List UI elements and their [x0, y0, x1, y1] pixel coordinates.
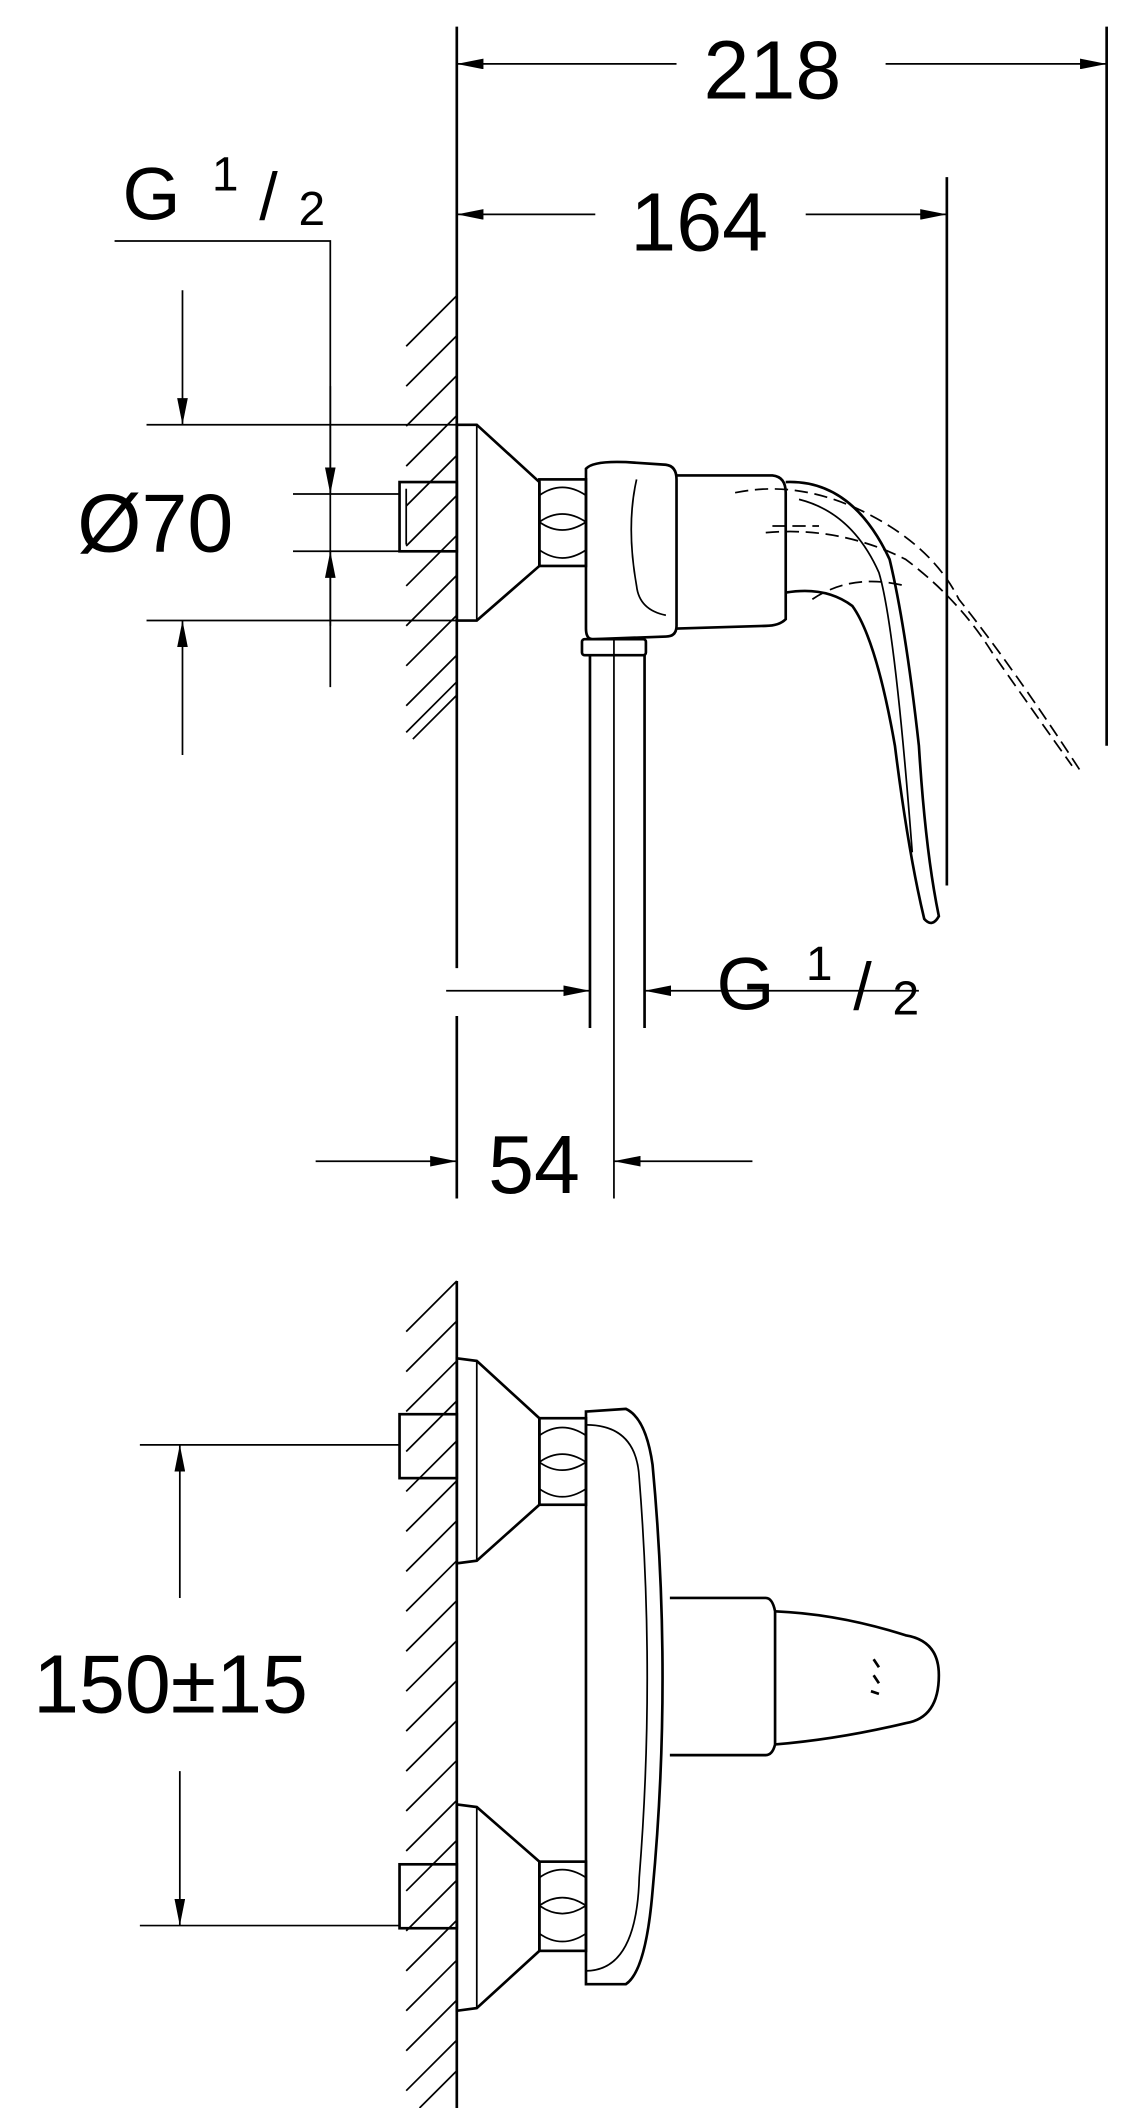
side-view: 218 164 G 1 / 2: [77, 25, 1108, 1211]
wall-hatching: [405, 295, 458, 740]
dimension-150: 150±15: [33, 1443, 400, 1927]
cartridge-housing: [676, 474, 788, 630]
thread-letter: G: [123, 152, 181, 236]
hex-nut: [538, 478, 588, 568]
svg-text:G 1 /: G 1 / 2: [716, 912, 919, 1026]
thread-numerator: 1: [212, 148, 239, 201]
dimension-54: 54: [315, 1119, 753, 1211]
lever-alt-position-1: [734, 488, 1083, 773]
handle-lever-front: [774, 1609, 941, 1746]
dimension-164: 164: [456, 176, 949, 886]
thread-letter: G: [716, 941, 774, 1025]
lower-inlet: [398, 1802, 588, 2013]
escutcheon: [455, 423, 541, 622]
wall-hatching: [405, 1280, 458, 2108]
faucet-side: [398, 423, 1083, 1199]
lever-handle: [785, 480, 941, 925]
dimension-diameter-70: Ø70: [77, 290, 457, 756]
handle-base: [669, 1596, 777, 1757]
inlet-pipe-stub: [398, 480, 459, 553]
thread-denominator: 2: [299, 183, 326, 236]
dimension-label-150: 150±15: [33, 1639, 308, 1731]
dimension-label-diameter: Ø70: [77, 477, 233, 569]
dimension-label-218: 218: [704, 25, 842, 117]
dimension-label-164: 164: [630, 176, 768, 268]
thread-numerator: 1: [806, 938, 833, 991]
front-view: 150±15: [33, 1280, 941, 2108]
dimension-label-54: 54: [488, 1119, 580, 1211]
mixer-body-front: [584, 1407, 664, 1986]
lever-alt-position-2: [765, 530, 1073, 767]
outlet-thread-callout: G 1 / 2: [446, 912, 919, 1026]
thread-denominator: 2: [892, 973, 919, 1026]
dimension-218: 218: [456, 25, 1108, 746]
thread-slash: /: [853, 950, 872, 1024]
thread-slash: /: [259, 161, 278, 235]
inlet-thread-callout: G 1 / 2: [114, 122, 336, 688]
upper-inlet: [398, 1356, 588, 1565]
svg-text:G 1 /: G 1 / 2: [123, 122, 326, 236]
